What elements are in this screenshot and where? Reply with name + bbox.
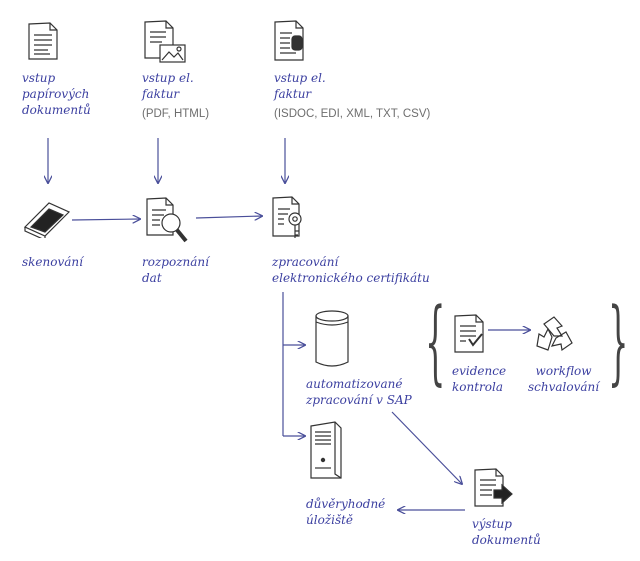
document-icon bbox=[28, 22, 58, 60]
label-line: vstup bbox=[22, 71, 56, 85]
label-line: evidence bbox=[452, 364, 507, 378]
label-paper-input: vstup papírových dokumentů bbox=[22, 70, 91, 118]
label-line: skenování bbox=[22, 255, 83, 269]
label-certificate: zpracování elektronického certifikátu bbox=[272, 254, 430, 286]
magnifier-document-icon bbox=[146, 197, 188, 243]
label-e-invoice-pdf: vstup el. faktur bbox=[142, 70, 194, 102]
label-line: schvalování bbox=[528, 380, 600, 394]
right-brace: } bbox=[608, 288, 629, 395]
label-line: zpracování v SAP bbox=[306, 393, 412, 407]
document-export-icon bbox=[474, 468, 513, 507]
checklist-document-icon bbox=[454, 314, 484, 353]
label-line: dokumentů bbox=[22, 103, 91, 117]
label-line: důvěryhodné bbox=[306, 497, 386, 511]
label-line: rozpoznání bbox=[142, 255, 209, 269]
document-image-icon bbox=[144, 20, 186, 63]
label-line: workflow bbox=[535, 364, 592, 378]
sub-e-invoice-pdf: (PDF, HTML) bbox=[142, 108, 210, 120]
label-line: výstup bbox=[472, 517, 512, 531]
label-line: úložiště bbox=[306, 513, 354, 527]
label-sap: automatizované zpracování v SAP bbox=[306, 376, 412, 408]
recycle-arrows-icon bbox=[536, 316, 573, 352]
document-clip-icon bbox=[274, 20, 304, 61]
left-brace: { bbox=[425, 288, 446, 395]
label-recognition: rozpoznání dat bbox=[142, 254, 209, 286]
label-line: automatizované bbox=[306, 377, 403, 391]
label-line: vstup el. bbox=[274, 71, 326, 85]
label-line: papírových bbox=[22, 87, 90, 101]
label-line: dokumentů bbox=[472, 533, 541, 547]
label-workflow: workflow schvalování bbox=[528, 363, 599, 395]
label-e-invoice-struct: vstup el. faktur bbox=[274, 70, 326, 102]
arrow-sap-to-output bbox=[391, 411, 462, 484]
arrow-recognition-to-certificate bbox=[195, 216, 262, 218]
label-evidence: evidence kontrola bbox=[452, 363, 506, 395]
label-line: elektronického certifikátu bbox=[272, 271, 430, 285]
server-tower-icon bbox=[310, 421, 342, 479]
label-line: zpracování bbox=[272, 255, 339, 269]
label-line: kontrola bbox=[452, 380, 503, 394]
label-output: výstup dokumentů bbox=[472, 516, 541, 548]
label-scanning: skenování bbox=[22, 254, 83, 270]
arrow-scan-to-recognition bbox=[71, 219, 140, 220]
label-line: faktur bbox=[274, 87, 312, 101]
label-line: vstup el. bbox=[142, 71, 194, 85]
sub-e-invoice-struct: (ISDOC, EDI, XML, TXT, CSV) bbox=[274, 108, 431, 120]
certificate-document-icon bbox=[272, 196, 302, 238]
database-icon bbox=[315, 310, 349, 367]
scanner-icon bbox=[23, 202, 71, 238]
label-storage: důvěryhodné úložiště bbox=[306, 496, 385, 528]
label-line: dat bbox=[142, 271, 162, 285]
label-line: faktur bbox=[142, 87, 180, 101]
